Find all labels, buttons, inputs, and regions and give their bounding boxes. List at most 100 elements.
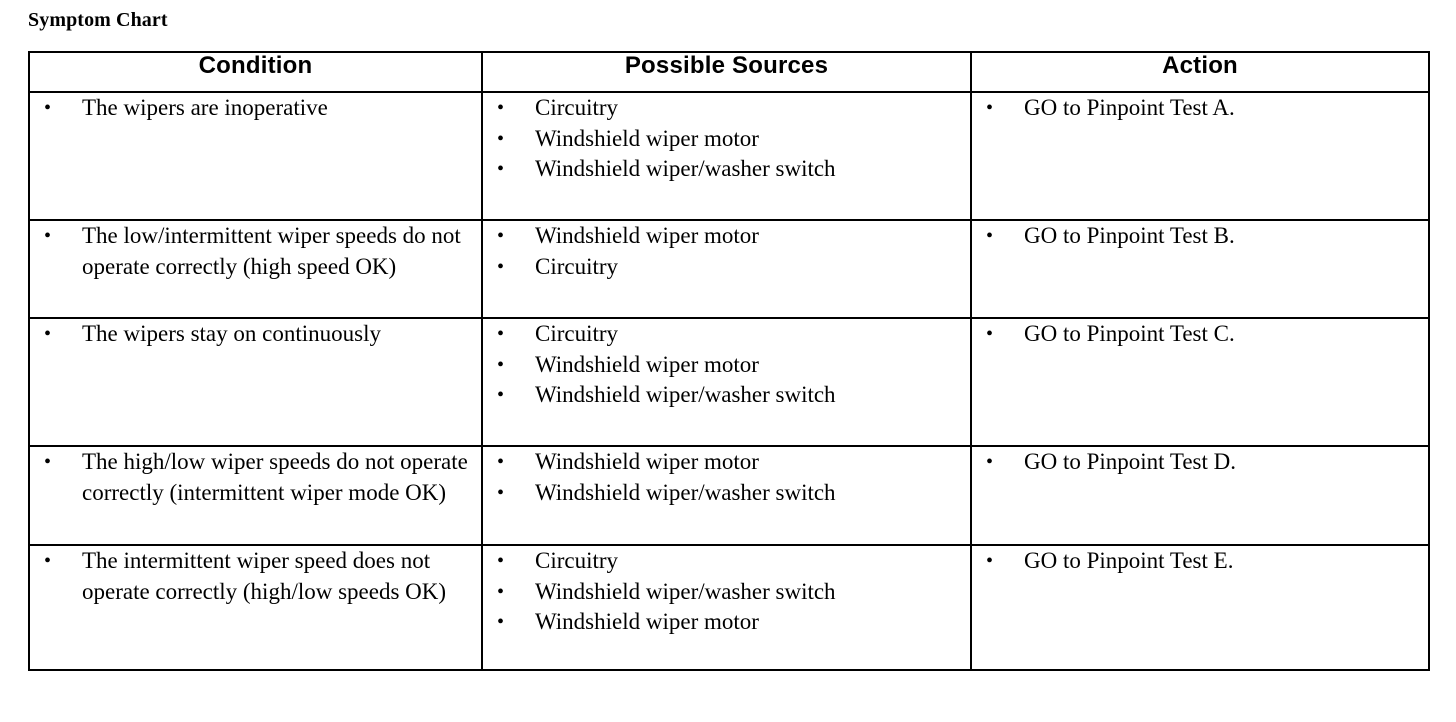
bullet-list-sources: • Circuitry • Windshield wiper motor • W… [483,93,970,185]
table-body: • The wipers are inoperative • Circuitry… [28,91,1430,671]
bullet-icon: • [497,384,505,406]
list-item-label: Windshield wiper/washer switch [535,479,836,505]
list-item: • The high/low wiper speeds do not opera… [30,447,481,508]
list-item: • Windshield wiper/washer switch [483,154,970,185]
cell-condition: • The intermittent wiper speed does not … [28,544,483,671]
cell-action: • GO to Pinpoint Test C. [970,317,1430,447]
table-row: • The wipers are inoperative • Circuitry… [28,91,1430,221]
bullet-icon: • [986,225,994,247]
list-item-label: The intermittent wiper speed does not op… [82,548,447,604]
list-item-label: The wipers stay on continuously [82,321,381,346]
list-item: • Windshield wiper/washer switch [483,577,970,608]
list-item-label: Windshield wiper motor [535,351,759,377]
bullet-list-sources: • Circuitry • Windshield wiper motor • W… [483,319,970,411]
bullet-icon: • [986,323,994,345]
list-item-label: Windshield wiper motor [535,449,759,474]
bullet-list-sources: • Windshield wiper motor • Windshield wi… [483,447,970,508]
cell-possible-sources: • Circuitry • Windshield wiper motor • W… [481,91,972,221]
list-item: • Windshield wiper/washer switch [483,380,970,411]
bullet-icon: • [44,323,52,345]
bullet-list-condition: • The high/low wiper speeds do not opera… [30,447,481,508]
bullet-icon: • [44,451,52,473]
list-item-label: Circuitry [535,253,619,279]
bullet-icon: • [497,97,505,119]
table-row: • The high/low wiper speeds do not opera… [28,445,1430,546]
bullet-icon: • [986,550,994,572]
table-header: Condition Possible Sources Action [28,51,1430,93]
bullet-icon: • [497,255,505,278]
bullet-list-action: • GO to Pinpoint Test E. [972,546,1428,577]
list-item-label: Windshield wiper/washer switch [535,578,836,604]
list-item: • Circuitry [483,252,970,283]
list-item: • Windshield wiper motor [483,447,970,478]
bullet-list-sources: • Circuitry • Windshield wiper/washer sw… [483,546,970,638]
list-item: • GO to Pinpoint Test E. [972,546,1428,577]
list-item: • Windshield wiper motor [483,607,970,638]
bullet-list-action: • GO to Pinpoint Test A. [972,93,1428,124]
list-item: • Windshield wiper motor [483,124,970,155]
list-item: • GO to Pinpoint Test C. [972,319,1428,350]
list-item-label: Circuitry [535,548,619,573]
table-row: • The intermittent wiper speed does not … [28,544,1430,671]
bullet-icon: • [497,353,505,376]
bullet-icon: • [986,451,994,473]
bullet-icon: • [497,611,505,633]
list-item: • Windshield wiper motor [483,350,970,381]
bullet-list-condition: • The intermittent wiper speed does not … [30,546,481,607]
column-header-possible-sources: Possible Sources [481,51,972,93]
bullet-icon: • [986,97,994,119]
bullet-icon: • [497,158,505,180]
list-item-label: Windshield wiper motor [535,223,759,248]
list-item-label: GO to Pinpoint Test D. [1024,449,1237,474]
list-item: • The wipers stay on continuously [30,319,481,350]
bullet-list-sources: • Windshield wiper motor • Circuitry [483,221,970,282]
list-item-label: The low/intermittent wiper speeds do not… [82,223,461,279]
bullet-icon: • [44,550,52,572]
bullet-list-condition: • The wipers stay on continuously [30,319,481,350]
list-item-label: The wipers are inoperative [82,95,328,120]
cell-possible-sources: • Windshield wiper motor • Circuitry [481,219,972,319]
cell-condition: • The low/intermittent wiper speeds do n… [28,219,483,319]
list-item: • Circuitry [483,319,970,350]
list-item-label: Windshield wiper motor [535,125,759,151]
list-item: • GO to Pinpoint Test A. [972,93,1428,124]
table-row: • The low/intermittent wiper speeds do n… [28,219,1430,319]
list-item: • Circuitry [483,93,970,124]
cell-action: • GO to Pinpoint Test A. [970,91,1430,221]
cell-possible-sources: • Windshield wiper motor • Windshield wi… [481,445,972,546]
bullet-list-condition: • The low/intermittent wiper speeds do n… [30,221,481,282]
list-item: • Circuitry [483,546,970,577]
list-item: • Windshield wiper motor [483,221,970,252]
bullet-icon: • [497,481,505,504]
list-item: • GO to Pinpoint Test D. [972,447,1428,478]
bullet-icon: • [497,580,505,603]
bullet-list-condition: • The wipers are inoperative [30,93,481,124]
list-item: • The intermittent wiper speed does not … [30,546,481,607]
list-item-label: GO to Pinpoint Test B. [1024,223,1235,248]
bullet-list-action: • GO to Pinpoint Test D. [972,447,1428,478]
table-row: • The wipers stay on continuously • Circ… [28,317,1430,447]
symptom-chart-table: Condition Possible Sources Action • The … [28,51,1430,671]
column-header-action: Action [970,51,1430,93]
bullet-icon: • [497,451,505,473]
list-item-label: The high/low wiper speeds do not operate… [82,449,468,505]
list-item-label: GO to Pinpoint Test E. [1024,548,1234,573]
bullet-icon: • [497,323,505,345]
cell-action: • GO to Pinpoint Test D. [970,445,1430,546]
list-item-label: Circuitry [535,321,619,346]
list-item-label: GO to Pinpoint Test C. [1024,321,1235,346]
list-item-label: Windshield wiper/washer switch [535,382,836,407]
bullet-icon: • [44,225,52,247]
list-item: • GO to Pinpoint Test B. [972,221,1428,252]
bullet-icon: • [44,97,52,119]
cell-condition: • The high/low wiper speeds do not opera… [28,445,483,546]
column-header-condition: Condition [28,51,483,93]
page-title: Symptom Chart [28,9,168,31]
list-item: • Windshield wiper/washer switch [483,478,970,509]
bullet-list-action: • GO to Pinpoint Test B. [972,221,1428,252]
cell-action: • GO to Pinpoint Test E. [970,544,1430,671]
bullet-list-action: • GO to Pinpoint Test C. [972,319,1428,350]
cell-action: • GO to Pinpoint Test B. [970,219,1430,319]
bullet-icon: • [497,550,505,572]
list-item-label: GO to Pinpoint Test A. [1024,95,1235,120]
